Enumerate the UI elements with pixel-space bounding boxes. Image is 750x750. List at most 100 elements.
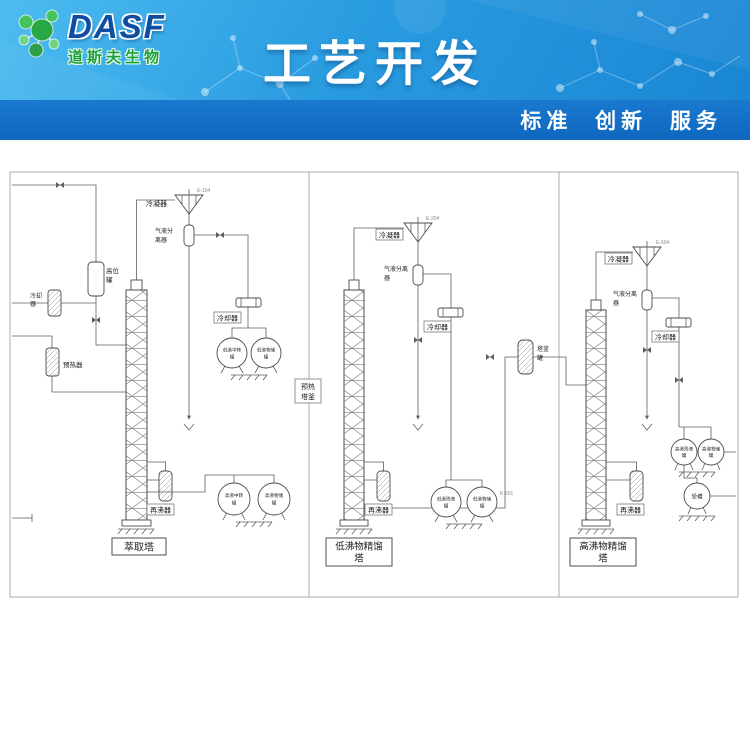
condenser-label: 冷凝器 bbox=[379, 231, 400, 240]
section-high-boiler-column: 冷凝器 E-604 气液分离 器 冷却器 再沸器 高沸残液 罐 高沸物储 罐 受… bbox=[569, 240, 736, 567]
svg-text:器: 器 bbox=[613, 300, 619, 307]
left-cooler-vessel bbox=[47, 289, 62, 317]
gas-liquid-separator-vessel bbox=[641, 289, 653, 311]
high-boiler-column-vessel bbox=[585, 309, 607, 521]
condenser-tag: E-604 bbox=[656, 240, 670, 246]
svg-text:塔: 塔 bbox=[598, 553, 608, 565]
tagline: 标准 创新 服务 bbox=[520, 110, 722, 133]
column-base bbox=[581, 519, 611, 527]
column-neck bbox=[590, 299, 602, 311]
column-base bbox=[121, 519, 152, 527]
head-tank-vessel bbox=[87, 261, 105, 297]
still-pot-label: 塔釜 bbox=[537, 345, 549, 353]
residue-tank-1-label: 高沸残液 bbox=[675, 446, 693, 453]
mid-tank-1 bbox=[216, 337, 248, 369]
section-name-box bbox=[325, 537, 393, 567]
svg-text:器: 器 bbox=[30, 301, 36, 308]
preheater-vessel bbox=[45, 347, 60, 377]
receiver-tank bbox=[683, 482, 711, 510]
svg-text:罐: 罐 bbox=[682, 452, 687, 459]
column-neck bbox=[130, 279, 143, 291]
svg-text:塔釜: 塔釜 bbox=[301, 392, 315, 401]
process-flow-diagram: 高位 罐 冷却 器 预热器 冷凝器 E-104 气液分 离器 冷却器 低沸中转 … bbox=[0, 140, 750, 610]
left-cooler-label: 冷却 bbox=[30, 292, 42, 300]
page-title: 工艺开发 bbox=[262, 38, 487, 91]
brand-subtitle: 道斯夫生物 bbox=[68, 49, 164, 66]
gas-liquid-separator-vessel bbox=[412, 264, 424, 286]
header-banner: DASF 道斯夫生物 工艺开发 bbox=[0, 0, 750, 100]
section-name-box bbox=[569, 537, 637, 567]
column-neck bbox=[348, 279, 360, 291]
separator-label: 气液分 bbox=[155, 227, 173, 235]
svg-text:罐: 罐 bbox=[272, 500, 277, 507]
svg-text:罐: 罐 bbox=[709, 452, 714, 459]
svg-text:罐: 罐 bbox=[106, 275, 113, 284]
diagram-border bbox=[9, 171, 739, 598]
svg-text:罐: 罐 bbox=[232, 500, 237, 507]
preheater-label: 预热器 bbox=[63, 360, 83, 369]
reboiler-label: 再沸器 bbox=[620, 506, 641, 515]
drain-funnel bbox=[412, 423, 424, 431]
section-name-box bbox=[111, 537, 167, 556]
separator-label: 气液分离 bbox=[613, 290, 637, 298]
section-low-boiler-column: 冷凝器 E-204 气液分离 器 冷却器 再沸器 低沸残液 罐 低沸物储 罐 K… bbox=[325, 216, 586, 567]
svg-text:罐: 罐 bbox=[537, 354, 543, 362]
bottom-tank-2-label: 高沸物储 bbox=[265, 492, 283, 499]
separator-label: 气液分离 bbox=[384, 265, 408, 273]
reboiler-vessel bbox=[629, 470, 644, 502]
section-name-low-boiler: 低沸物精馏 bbox=[335, 541, 383, 553]
brand-name: DASF bbox=[68, 8, 166, 45]
svg-text:器: 器 bbox=[384, 275, 390, 282]
condenser-tag: E-104 bbox=[197, 188, 211, 194]
cooler-label: 冷却器 bbox=[217, 314, 238, 323]
residue-tank-2-label: 高沸物储 bbox=[702, 446, 720, 453]
residue-tank-1 bbox=[670, 438, 698, 466]
receiver-label: 受槽 bbox=[691, 493, 703, 501]
reboiler-vessel bbox=[376, 470, 391, 502]
bottom-tank-2 bbox=[466, 486, 498, 518]
svg-text:罐: 罐 bbox=[480, 503, 485, 510]
cooler-shell bbox=[235, 297, 262, 308]
cooler-label: 冷却器 bbox=[427, 323, 448, 332]
bottom-tank-1-label: 高沸中转 bbox=[225, 492, 243, 499]
section-name-high-boiler: 高沸物精馏 bbox=[579, 541, 627, 553]
svg-text:塔: 塔 bbox=[354, 553, 364, 565]
column-base bbox=[339, 519, 369, 527]
svg-text:离器: 离器 bbox=[155, 236, 167, 244]
still-pot-vessel bbox=[517, 339, 534, 375]
gas-liquid-separator-vessel bbox=[183, 224, 195, 247]
condenser-label: 冷凝器 bbox=[608, 255, 629, 264]
tank-2-label: 低沸物储 bbox=[473, 496, 491, 503]
molecule-pattern-decoration bbox=[0, 0, 750, 100]
condenser-label: 冷凝器 bbox=[146, 199, 167, 208]
bottom-tank-1 bbox=[217, 482, 251, 516]
residue-tank-2 bbox=[697, 438, 725, 466]
drain-funnel bbox=[641, 423, 653, 431]
cooler-shell bbox=[437, 307, 464, 318]
dasf-logo: DASF 道斯夫生物 bbox=[12, 4, 166, 67]
svg-text:罐: 罐 bbox=[230, 354, 235, 361]
tank-tag: K-601 bbox=[500, 491, 514, 497]
tagline-strip: 标准 创新 服务 bbox=[0, 100, 750, 140]
reboiler-label: 再沸器 bbox=[368, 506, 389, 515]
tank-1-label: 低沸残液 bbox=[437, 496, 455, 503]
reboiler-label: 再沸器 bbox=[150, 506, 171, 515]
reboiler-vessel bbox=[158, 470, 173, 502]
drain-funnel bbox=[183, 423, 195, 431]
section-name-extraction: 萃取塔 bbox=[124, 541, 154, 554]
bottom-tank-1 bbox=[430, 486, 462, 518]
mid-tank-2-label: 低沸物储 bbox=[257, 347, 275, 354]
head-tank-label: 高位 bbox=[106, 266, 120, 275]
svg-text:预热: 预热 bbox=[301, 382, 315, 391]
svg-text:罐: 罐 bbox=[264, 354, 269, 361]
svg-text:罐: 罐 bbox=[444, 503, 449, 510]
cooler-label: 冷却器 bbox=[655, 333, 676, 342]
section-extraction-column: 高位 罐 冷却 器 预热器 冷凝器 E-104 气液分 离器 冷却器 低沸中转 … bbox=[12, 182, 291, 556]
mid-tank-2 bbox=[250, 337, 282, 369]
molecule-logo-icon bbox=[18, 9, 60, 58]
low-boiler-column-vessel bbox=[343, 289, 365, 521]
extraction-column-vessel bbox=[125, 289, 148, 521]
bottom-tank-2 bbox=[257, 482, 291, 516]
mid-tank-1-label: 低沸中转 bbox=[223, 347, 241, 354]
condenser-tag: E-204 bbox=[426, 216, 440, 222]
